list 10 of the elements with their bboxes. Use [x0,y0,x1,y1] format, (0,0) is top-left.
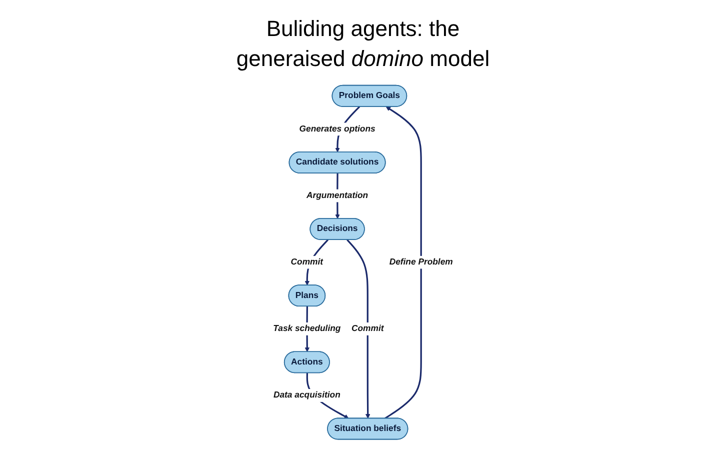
arrow [384,106,422,420]
diagram-title: Buliding agents: the generaised domino model [235,15,491,73]
edge-label: Argumentation [306,191,368,200]
edge-label: Commit [352,324,384,334]
edge-label: Define Problem [389,258,453,268]
edge-label: Generates options [299,124,376,134]
edge-label: Data acquisition [273,390,340,400]
arrow [346,240,370,420]
edge-label: Task scheduling [273,324,341,334]
edge-label: Commit [290,258,324,268]
